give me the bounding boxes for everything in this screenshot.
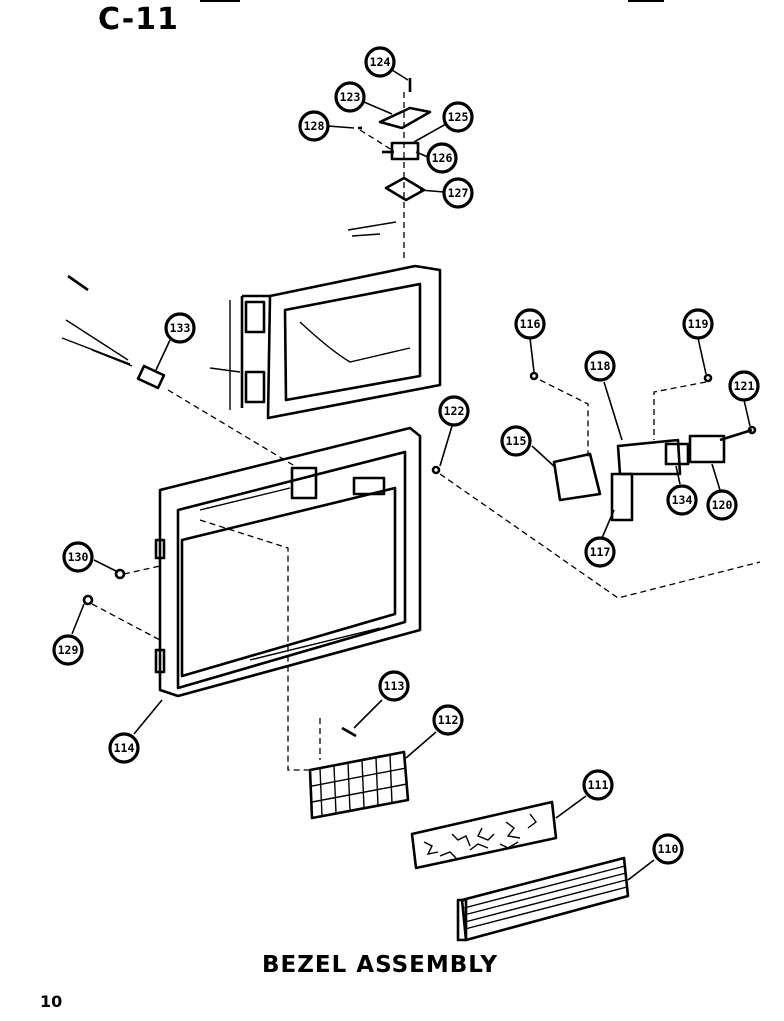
callout-110: 110 (652, 833, 684, 865)
callout-127: 127 (442, 177, 474, 209)
callout-label: 129 (58, 643, 79, 657)
callout-126: 126 (426, 142, 458, 174)
callout-121: 121 (728, 370, 760, 402)
callout-125: 125 (442, 101, 474, 133)
filter-panel (410, 800, 558, 870)
leader-lines (71, 69, 751, 881)
callout-118: 118 (584, 350, 616, 382)
callout-label: 118 (590, 359, 611, 373)
power-cord (61, 274, 299, 469)
assembly-lines (91, 379, 761, 771)
page-number: 10 (40, 992, 63, 1011)
callout-label: 123 (340, 90, 361, 104)
callout-label: 121 (734, 379, 755, 393)
page-title: C-11 (98, 2, 179, 37)
callout-117: 117 (584, 536, 616, 568)
front-bezel-frame (154, 426, 422, 698)
callout-label: 112 (438, 713, 459, 727)
callout-label: 127 (448, 186, 469, 200)
callout-123: 123 (334, 81, 366, 113)
callout-112: 112 (432, 704, 464, 736)
callout-116: 116 (514, 308, 546, 340)
callout-120: 120 (706, 489, 738, 521)
callout-label: 133 (170, 321, 191, 335)
grille-panel (308, 750, 410, 820)
callout-label: 124 (370, 55, 391, 69)
callout-label: 120 (712, 498, 733, 512)
callout-114: 114 (108, 732, 140, 764)
callout-134: 134 (666, 484, 698, 516)
fasteners (82, 371, 757, 738)
callout-130: 130 (62, 541, 94, 573)
louver-panel (456, 856, 630, 942)
latch-stack-parts (347, 78, 432, 260)
callout-label: 125 (448, 110, 469, 124)
callout-label: 113 (384, 679, 405, 693)
callout-label: 115 (506, 434, 527, 448)
callout-label: 128 (304, 119, 325, 133)
callout-label: 110 (658, 842, 679, 856)
callout-label: 119 (688, 317, 709, 331)
callout-label: 111 (588, 778, 609, 792)
callout-133: 133 (164, 312, 196, 344)
callout-129: 129 (52, 634, 84, 666)
callout-119: 119 (682, 308, 714, 340)
callout-122: 122 (438, 395, 470, 427)
callout-label: 130 (68, 550, 89, 564)
callout-115: 115 (500, 425, 532, 457)
latch-mechanism (552, 428, 753, 522)
callout-111: 111 (582, 769, 614, 801)
callout-label: 114 (114, 741, 135, 755)
callout-113: 113 (378, 670, 410, 702)
callout-label: 122 (444, 404, 465, 418)
callout-label: 126 (432, 151, 453, 165)
callout-128: 128 (298, 110, 330, 142)
rear-cabinet-box (209, 264, 442, 420)
callout-label: 116 (520, 317, 541, 331)
callout-label: 117 (590, 545, 611, 559)
diagram-caption: BEZEL ASSEMBLY (261, 952, 499, 978)
callout-label: 134 (672, 493, 693, 507)
callout-124: 124 (364, 46, 396, 78)
